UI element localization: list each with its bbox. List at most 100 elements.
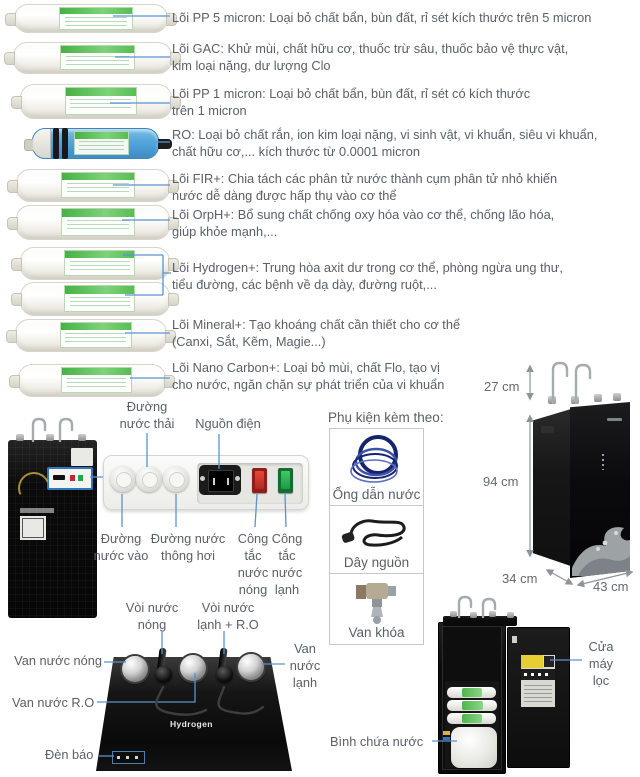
filter-desc-pp1: Lõi PP 1 micron: Loại bỏ chất bẩn, bùn đ…: [172, 86, 531, 118]
label-water-inlet-line: Đường nước vào: [93, 531, 149, 563]
waste-water-port: [136, 466, 162, 492]
label-cold-switch: Công tắc nước lạnh: [271, 531, 303, 597]
rear-top-sticker: [71, 448, 93, 466]
inner-filter-cartridge: [447, 700, 497, 711]
label-filter-door: Cửa máy lọc: [588, 639, 614, 688]
filter-cartridge-nano-carbon: [9, 364, 175, 397]
machine-front-face: [570, 402, 630, 578]
label-cold-ro-faucet: Vòi nước lạnh + R.O: [197, 600, 259, 632]
filter-cartridge-gac: [4, 42, 181, 74]
accessory-box-lock-valve: Van khóa: [329, 573, 424, 645]
machine-side-face: [533, 409, 571, 567]
power-inlet: [199, 465, 241, 495]
rear-faucet-hook: [31, 417, 47, 443]
filter-cartridge-ro-membrane: [24, 128, 172, 159]
hot-faucet-base: [155, 666, 172, 683]
accessory-label-lock-valve: Van khóa: [348, 625, 405, 640]
tank-wire-yellow: [443, 731, 450, 735]
ro-water-valve-knob[interactable]: [180, 655, 206, 681]
inner-filter-cartridge: [447, 713, 496, 724]
label-indicator-light: Đèn báo: [45, 747, 94, 762]
label-cold-valve: Van nước lạnh: [289, 641, 321, 690]
cold-water-valve-knob[interactable]: [238, 654, 264, 680]
accessory-box-power-cord: Dây nguồn: [329, 505, 424, 575]
rear-qr-sticker: [20, 516, 46, 540]
indicator-light-panel: [112, 751, 145, 764]
lock-valve-icon: [356, 583, 396, 624]
label-hot-faucet: Vòi nước nóng: [125, 600, 179, 632]
power-inlet-screw: [200, 476, 205, 481]
accessories-title: Phụ kiện kèm theo:: [328, 410, 444, 425]
label-hot-switch: Công tắc nước nóng: [237, 531, 269, 597]
faucet-base-stub: [548, 396, 556, 404]
accessory-label-water-tube: Ống dẫn nước: [332, 487, 421, 502]
connection-panel-highlight: [47, 467, 93, 490]
door-spec-sticker: [521, 655, 555, 707]
label-ro-valve: Van nước R.O: [12, 695, 95, 710]
power-inlet-socket: [208, 470, 234, 492]
filter-desc-fir: Lõi FIR+: Chia tách các phân tử nước thà…: [172, 171, 558, 203]
dimension-width: 43 cm: [593, 579, 629, 594]
filter-cartridge-mineral: [6, 319, 176, 352]
machine-handle: [541, 426, 554, 433]
machine-rear-view: [8, 440, 97, 618]
filter-desc-mineral: Lõi Mineral+: Tạo khoáng chất cần thiết …: [172, 317, 461, 349]
power-inlet-screw: [235, 476, 240, 481]
rear-barcode-line: [20, 508, 54, 513]
faucet-base-stub: [489, 611, 496, 617]
label-waste-water-line: Đường nước thải: [119, 399, 175, 431]
faucet-base-stub: [450, 611, 457, 617]
rear-port-stub: [78, 434, 86, 441]
water-storage-tank: [451, 727, 497, 768]
faucet-base-stub: [470, 612, 477, 618]
hot-water-valve-knob[interactable]: [122, 656, 148, 682]
hot-water-switch[interactable]: [252, 468, 267, 493]
water-inlet-port: [110, 466, 136, 492]
connection-panel-detail: [103, 455, 309, 510]
label-water-tank: Bình chứa nước: [330, 734, 424, 749]
faucet-base-stub: [507, 612, 514, 618]
mini-inlet: [53, 475, 65, 480]
filter-desc-pp5: Lõi PP 5 micron: Loại bỏ chất bẩn, bùn đ…: [172, 10, 592, 25]
filter-desc-nano: Lõi Nano Carbon+: Loại bỏ mùi, chất Flo,…: [172, 360, 445, 392]
wave-artwork: [572, 527, 630, 576]
faucet-base-stub: [613, 393, 621, 401]
mini-green-switch: [78, 475, 83, 481]
label-vent-line: Đường nước thông hơi: [150, 531, 226, 563]
tank-wire-blue: [443, 737, 450, 740]
filter-cartridge-pp5: [5, 4, 177, 33]
filter-desc-ro: RO: Loại bỏ chất rắn, ion kim loại nặng,…: [172, 127, 598, 159]
rear-port-stub: [16, 434, 24, 441]
filter-cartridge-orph: [7, 205, 179, 240]
machine-front-view: [533, 401, 630, 579]
dimension-depth: 34 cm: [502, 571, 538, 586]
machine-open-door[interactable]: [507, 627, 570, 768]
brand-mark: [607, 418, 622, 421]
filter-cartridge-fir: [7, 169, 179, 202]
filter-desc-gac: Lõi GAC: Khử mùi, chất hữu cơ, thuốc trừ…: [172, 41, 569, 73]
inner-filter-cartridge: [447, 687, 496, 698]
label-power-source: Nguồn điện: [195, 416, 261, 431]
water-tube-coil-icon: [350, 435, 398, 483]
filter-desc-orph: Lõi OrpH+: Bổ sung chất chống oxy hóa và…: [172, 207, 555, 239]
accessory-label-power-cord: Dây nguồn: [343, 555, 410, 570]
machine-open-body: [438, 622, 506, 774]
cold-water-switch[interactable]: [278, 468, 293, 493]
faucet-base-stub: [571, 396, 579, 404]
filter-desc-hydrogen: Lõi Hydrogen+: Trung hòa axit dư trong c…: [172, 260, 563, 292]
rear-port-stub: [46, 434, 54, 441]
filter-cartridge-hydrogen-1: [11, 247, 179, 280]
dimension-faucet-height: 27 cm: [484, 379, 520, 394]
faucet-base-stub: [594, 394, 602, 402]
filter-cartridge-pp1: [11, 84, 181, 119]
open-machine-top-bar: [443, 616, 517, 626]
door-hinge-mark: [512, 636, 517, 643]
brand-logo: Hydrogen: [170, 719, 213, 729]
cold-ro-faucet-base: [216, 666, 233, 683]
power-cord-icon: [341, 519, 406, 547]
accessory-box-water-tube: Ống dẫn nước: [329, 428, 424, 507]
mini-red-switch: [70, 475, 75, 481]
label-hot-valve: Van nước nóng: [14, 653, 102, 668]
dimension-height: 94 cm: [483, 474, 519, 489]
